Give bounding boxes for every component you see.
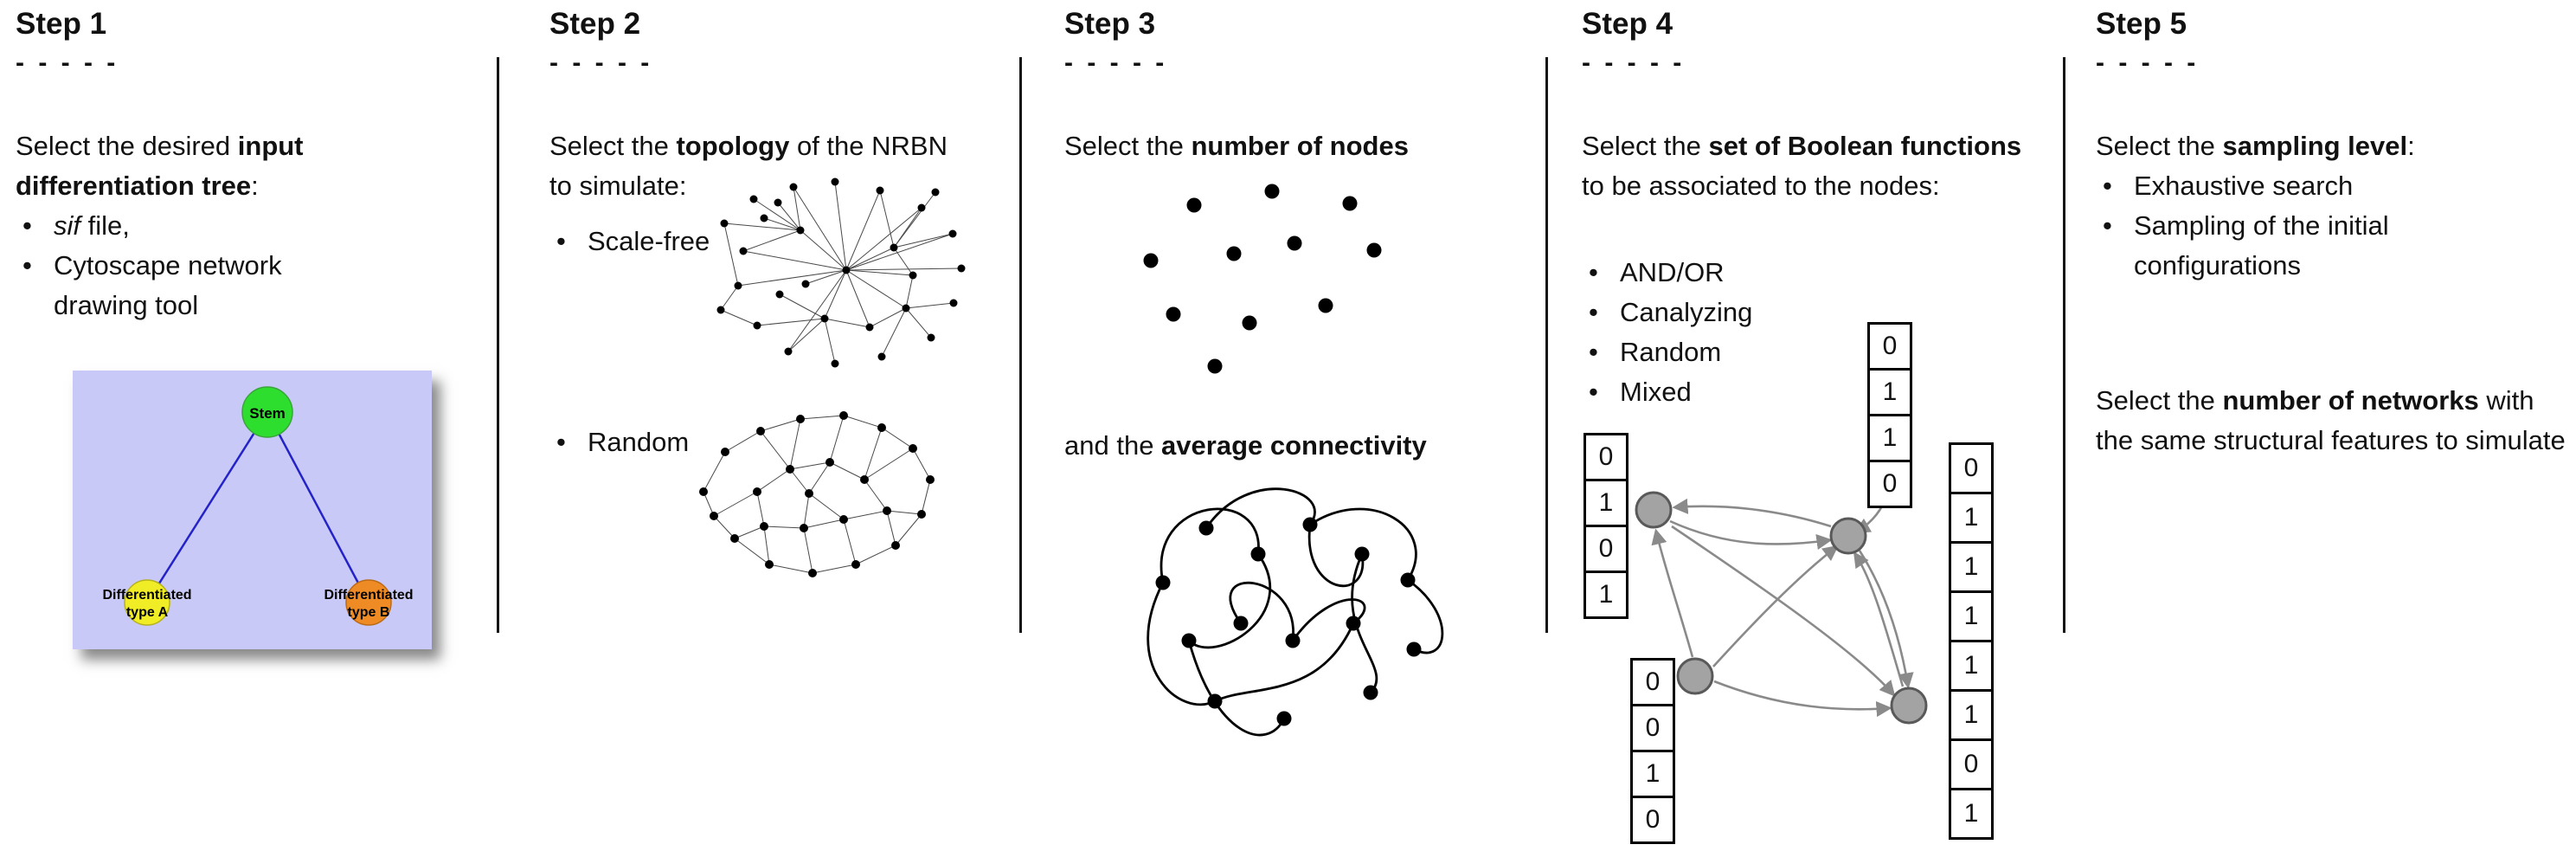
- truth-table-cell: 0: [1630, 796, 1675, 844]
- differentiation-tree-image: Stem Differentiated type A Differentiate…: [73, 371, 432, 649]
- scale-free-nodes: [716, 177, 966, 368]
- scale-free-network-image: [703, 173, 976, 381]
- step-5-title: Step 5: [2096, 7, 2187, 41]
- column-divider: [1019, 57, 1022, 633]
- step-5-dashes: - - - - -: [2096, 48, 2200, 77]
- differentiated-type-a-node: [124, 579, 170, 626]
- bullet-item: Sampling of the initial configurations: [2096, 206, 2502, 286]
- stem-node-label: Stem: [249, 405, 286, 422]
- nodes-scatter-image: [1115, 177, 1452, 394]
- truth-table-cell: 1: [1867, 368, 1912, 416]
- step-4-intro: Select the set of Boolean functions to b…: [1582, 131, 2022, 201]
- step-3-title: Step 3: [1064, 7, 1156, 41]
- differentiation-tree-graphic: Stem Differentiated type A Differentiate…: [73, 371, 432, 649]
- differentiated-type-b-node: [345, 579, 392, 626]
- tangled-edges: [1147, 487, 1444, 737]
- truth-table-bottom: 0 0 1 0: [1630, 658, 1675, 844]
- step-4-column: Step 4 - - - - - Select the set of Boole…: [1582, 0, 2053, 851]
- average-connectivity-image: [1109, 474, 1464, 769]
- average-connectivity-graphic: [1147, 487, 1444, 737]
- truth-table-top: 0 1 1 0: [1867, 322, 1912, 508]
- type-a-label-line2: type A: [126, 605, 169, 620]
- nrbn-node: [1635, 491, 1673, 529]
- truth-table-cell: 1: [1867, 414, 1912, 462]
- truth-table-cell: 1: [1949, 689, 1994, 741]
- bullet-item: Canalyzing: [1582, 293, 1945, 332]
- step-4-dashes: - - - - -: [1582, 48, 1686, 77]
- step-2-dashes: - - - - -: [549, 48, 653, 77]
- bullet-item: Random: [1582, 332, 1945, 372]
- truth-table-left: 0 1 0 1: [1584, 433, 1628, 619]
- random-network-image: [678, 390, 954, 602]
- truth-table-cell: 1: [1949, 541, 1994, 593]
- step-2-intro: Select the topology of the NRBN to simul…: [549, 131, 948, 201]
- network-arrows: [1651, 498, 1914, 718]
- nrbn-node: [1890, 687, 1928, 725]
- bullet-item: Mixed: [1582, 372, 1945, 412]
- boolean-network-graphic: [1635, 491, 1928, 725]
- tangled-dots: [1155, 517, 1422, 726]
- truth-table-cell: 1: [1949, 788, 1994, 840]
- step-3-dashes: - - - - -: [1064, 48, 1168, 77]
- step-1-column: Step 1 - - - - - Select the desired inpu…: [16, 0, 466, 851]
- scale-free-edges: [720, 181, 962, 364]
- step-3-column: Step 3 - - - - - Select the number of no…: [1064, 0, 1549, 851]
- truth-table-cell: 1: [1630, 750, 1675, 798]
- truth-table-cell: 0: [1949, 738, 1994, 790]
- random-network-graphic: [699, 411, 935, 577]
- step-1-bullet-list: sif file, Cytoscape network drawing tool: [16, 206, 344, 326]
- step-1-dashes: - - - - -: [16, 48, 119, 77]
- step-4-bullet-list: AND/OR Canalyzing Random Mixed: [1582, 253, 1945, 412]
- type-a-label-line1: Differentiated: [102, 588, 191, 603]
- truth-table-cell: 0: [1584, 525, 1628, 573]
- type-b-label-line2: type B: [348, 605, 390, 620]
- truth-table-cell: 0: [1867, 322, 1912, 371]
- truth-table-cell: 0: [1584, 433, 1628, 481]
- truth-table-cell: 1: [1949, 492, 1994, 544]
- scale-free-network-graphic: [716, 177, 966, 368]
- step-3-second-text: and the average connectivity: [1064, 430, 1427, 461]
- nodes-scatter-graphic: [1143, 184, 1382, 374]
- step-5-second-text: Select the number of networks with the s…: [2096, 385, 2566, 455]
- step-1-intro: Select the desired input differentiation…: [16, 131, 304, 201]
- truth-table-cell: 1: [1949, 640, 1994, 692]
- step-5-intro: Select the sampling level:: [2096, 131, 2415, 161]
- nrbn-node: [1676, 657, 1714, 695]
- bullet-item: Random: [549, 422, 689, 462]
- truth-table-cell: 1: [1949, 590, 1994, 642]
- column-divider: [497, 57, 499, 633]
- column-divider: [2063, 57, 2065, 633]
- tree-edge-right: [266, 411, 370, 603]
- truth-table-right: 0 1 1 1 1 1 0 1: [1949, 442, 1994, 840]
- scatter-dots: [1143, 184, 1382, 374]
- random-edges: [703, 415, 931, 574]
- bullet-item: sif file,: [16, 206, 344, 246]
- truth-table-cell: 0: [1630, 704, 1675, 752]
- column-divider: [1545, 57, 1548, 633]
- step-3-intro: Select the number of nodes: [1064, 131, 1409, 161]
- type-b-label-line1: Differentiated: [324, 588, 413, 603]
- step-2-title: Step 2: [549, 7, 641, 41]
- tree-edge-left: [145, 411, 269, 603]
- step-2-column: Step 2 - - - - - Select the topology of …: [549, 0, 991, 851]
- network-nodes: [1635, 491, 1928, 725]
- step-5-bullet-list: Exhaustive search Sampling of the initia…: [2096, 166, 2502, 286]
- truth-table-cell: 1: [1584, 571, 1628, 619]
- random-nodes: [699, 411, 935, 577]
- bullet-item: AND/OR: [1582, 253, 1945, 293]
- nrbn-node: [1829, 517, 1867, 555]
- step-1-title: Step 1: [16, 7, 107, 41]
- boolean-network-diagram: 0 1 0 1 0 1 1 0 0 1 1 1 1 1 0 1 0 0 1 0: [1582, 308, 2053, 851]
- truth-table-cell: 0: [1949, 442, 1994, 494]
- truth-table-cell: 0: [1630, 658, 1675, 706]
- bullet-item: Scale-free: [549, 222, 710, 261]
- truth-table-cell: 1: [1584, 479, 1628, 527]
- bullet-item: Cytoscape network drawing tool: [16, 246, 344, 326]
- truth-table-cell: 0: [1867, 460, 1912, 508]
- step-4-title: Step 4: [1582, 7, 1673, 41]
- bullet-item: Exhaustive search: [2096, 166, 2502, 206]
- step-5-column: Step 5 - - - - - Select the sampling lev…: [2096, 0, 2570, 851]
- stem-node: [241, 386, 293, 438]
